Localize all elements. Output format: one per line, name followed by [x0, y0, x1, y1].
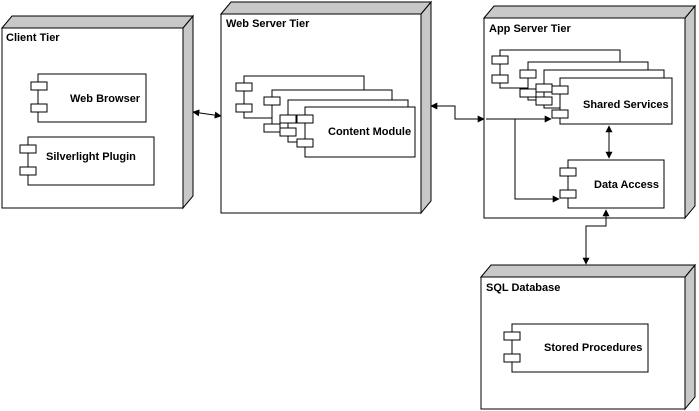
stored-procedures-label: Stored Procedures	[544, 342, 642, 354]
content-module-label: Content Module	[328, 126, 411, 138]
web-browser-component: Web Browser	[30, 73, 147, 123]
stored-procedures-component: Stored Procedures	[503, 323, 649, 373]
silverlight-plugin-component: Silverlight Plugin	[19, 136, 155, 186]
client-tier-node: Client Tier Web Browser Silverlight Plug…	[0, 14, 195, 210]
web-browser-label: Web Browser	[70, 93, 141, 105]
shared-services-component: Shared Services	[551, 77, 673, 125]
app-server-tier-title: App Server Tier	[489, 23, 571, 35]
sql-database-title: SQL Database	[486, 282, 560, 294]
content-module-stack: Content Module	[235, 75, 416, 158]
connectors	[192, 102, 613, 265]
silverlight-plugin-label: Silverlight Plugin	[46, 151, 136, 163]
app-server-tier-node: App Server Tier Shared Services	[482, 4, 697, 220]
content-module-component: Content Module	[296, 106, 416, 158]
connector-entry-data	[514, 119, 560, 203]
connector-web-app	[430, 102, 485, 123]
client-tier-title: Client Tier	[6, 32, 60, 44]
data-access-label: Data Access	[594, 179, 659, 191]
sql-database-node: SQL Database Stored Procedures	[479, 263, 697, 411]
connector-client-web	[192, 109, 222, 119]
web-server-tier-node: Web Server Tier Content Module	[219, 0, 433, 215]
data-access-component: Data Access	[559, 159, 665, 209]
shared-services-label: Shared Services	[583, 99, 669, 111]
web-server-tier-title: Web Server Tier	[226, 18, 310, 30]
shared-services-stack: Shared Services	[491, 49, 673, 125]
connector-data-sql	[582, 209, 610, 265]
